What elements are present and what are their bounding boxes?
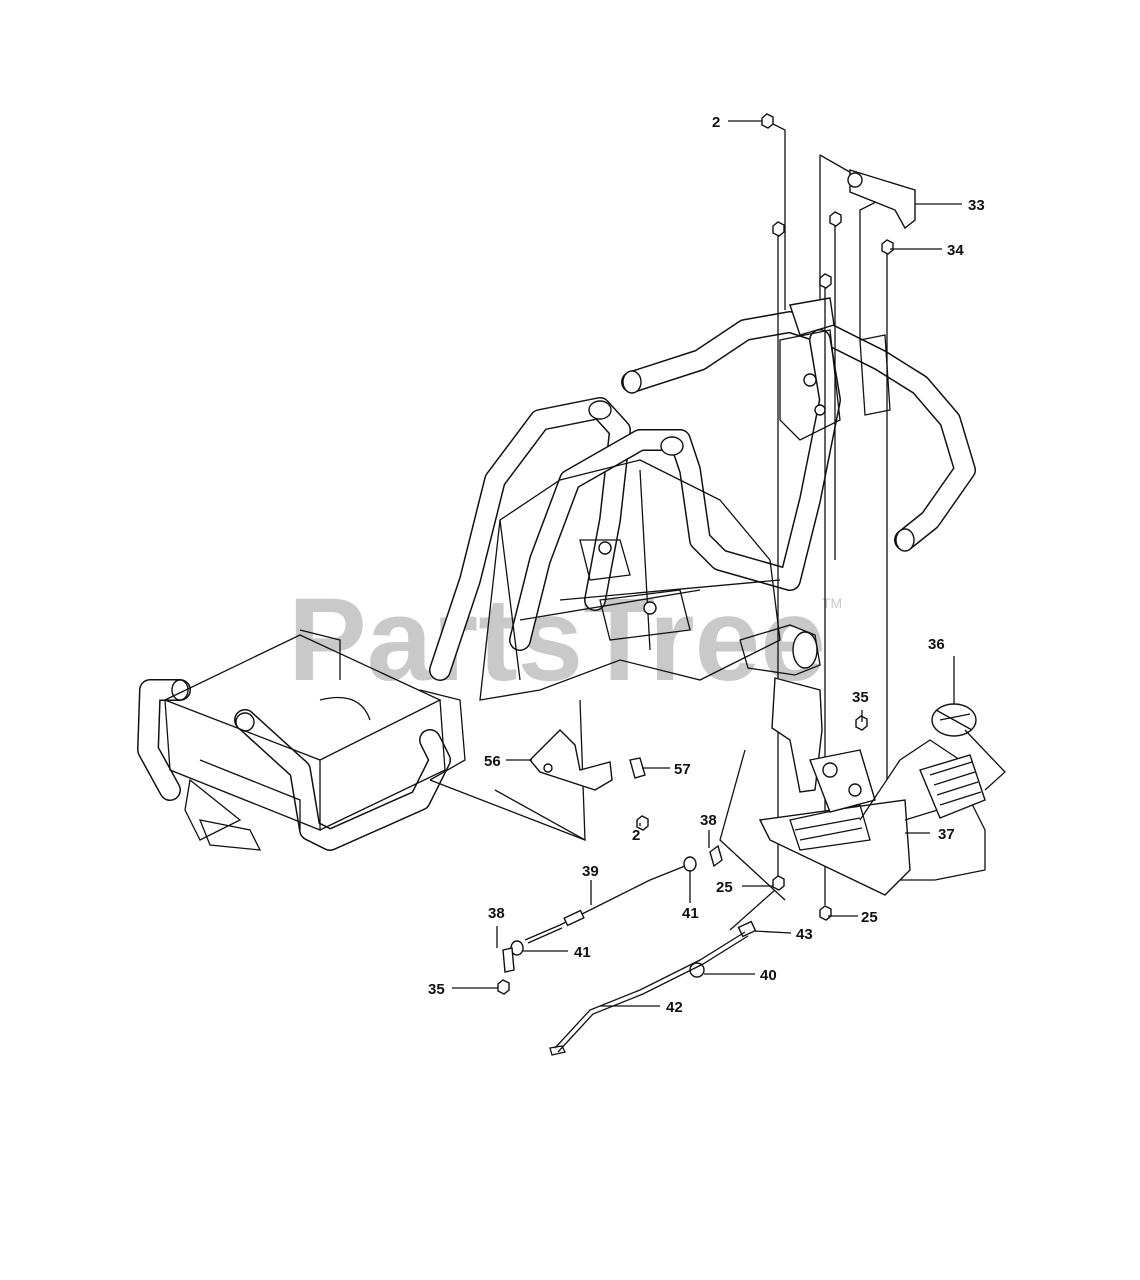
ball-joint-38-left [502,947,515,973]
cables [502,844,749,1056]
callout-37: 37 [938,826,955,843]
bolt-25-left [772,875,785,891]
nut-41-right [683,856,697,872]
callout-35-right: 35 [852,689,869,706]
callout-39: 39 [582,863,599,880]
callout-35-left: 35 [428,981,445,998]
callout-42: 42 [666,999,683,1016]
ball-joint-38-top [709,844,723,868]
callout-38-left: 38 [488,905,505,922]
clip-57 [629,757,646,779]
callout-43: 43 [796,926,813,943]
pedal-arm [771,677,823,793]
callout-36: 36 [928,636,945,653]
hardware [497,113,916,995]
pedal-plate [758,799,911,896]
watermark-trademark: TM [822,595,842,611]
pedal-assembly [758,677,1006,896]
callouts: 2 33 34 36 35 37 56 57 2 38 39 41 25 25 … [428,114,985,1016]
bracket-56-assembly [529,729,646,791]
callout-34: 34 [947,242,964,259]
callout-2-bottom: 2 [632,827,640,844]
frame-assembly [429,297,976,701]
pedal-pad [919,754,986,819]
cable-39 [524,865,686,941]
callout-41-right: 41 [682,905,699,922]
hitch-pin-33 [849,169,916,230]
front-bumper-assembly [137,629,466,851]
callout-2-top: 2 [712,114,720,131]
callout-38-top: 38 [700,812,717,829]
bolt-25-right [819,905,832,921]
bolt-2-bottom [636,815,649,831]
callout-56: 56 [484,753,501,770]
callout-41-left: 41 [574,944,591,961]
cable-42 [554,931,746,1049]
bracket-56 [529,729,613,791]
callout-33: 33 [968,197,985,214]
nut-34 [881,239,894,255]
bolt-2-top [761,113,774,129]
callout-25-right: 25 [861,909,878,926]
nut-35-right [855,715,868,731]
leader-lines [452,120,962,1007]
watermark-text: PartsTree [288,574,826,706]
nut-35-left [497,979,510,995]
callout-57: 57 [674,761,691,778]
callout-25-left: 25 [716,879,733,896]
callout-40: 40 [760,967,777,984]
